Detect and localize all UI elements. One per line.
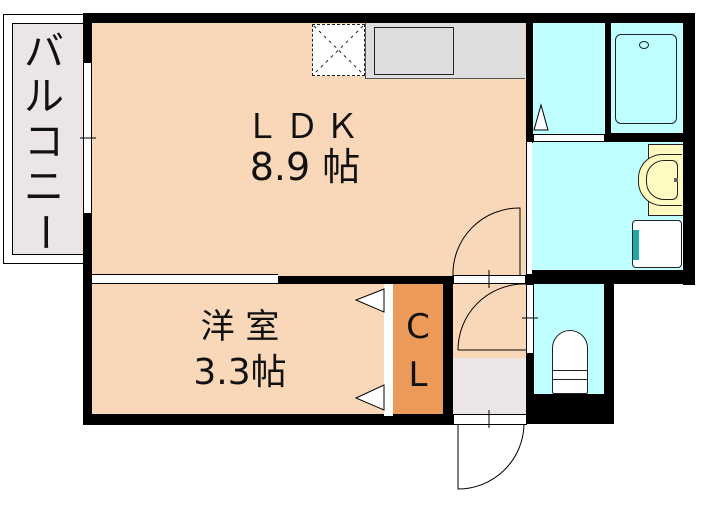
wall-wash-bottom xyxy=(526,270,695,284)
entrance-door-swing-icon xyxy=(457,424,525,490)
balcony-char: ニ xyxy=(24,164,64,210)
bathtub xyxy=(615,34,677,124)
western-room-floor xyxy=(92,284,384,416)
wash-door-frame[interactable] xyxy=(526,142,532,274)
door-stopper-icon xyxy=(533,103,549,131)
wall-toilet-bottom xyxy=(526,394,614,424)
washing-machine-space xyxy=(632,220,682,268)
ldk-size: 8.9 帖 xyxy=(249,145,361,189)
bath-door[interactable] xyxy=(533,134,605,142)
toilet xyxy=(552,330,588,394)
room-sliding-door[interactable] xyxy=(92,274,278,284)
wall-toilet-right xyxy=(604,284,614,424)
closet-floor xyxy=(393,284,443,414)
balcony-char: コ xyxy=(24,119,64,165)
balcony-char: バ xyxy=(24,29,64,75)
entrance-door-frame[interactable] xyxy=(453,414,527,425)
ldk-label: ＬＤＫ xyxy=(245,107,365,147)
closet-door-lower-icon xyxy=(354,384,385,411)
wall-right xyxy=(683,13,695,285)
kitchen-sink xyxy=(374,27,454,75)
wall-closet-left xyxy=(384,284,393,416)
balcony-char: ル xyxy=(24,74,64,120)
refrigerator-x-icon xyxy=(313,25,364,75)
hallway-floor xyxy=(453,284,527,358)
balcony-label: バ ル コ ニ ー xyxy=(14,32,74,252)
closet-door-upper-icon xyxy=(354,288,385,313)
toilet-tank xyxy=(552,370,588,380)
western-room-label: 洋 室 xyxy=(200,307,280,347)
wall-ldk-bottom xyxy=(278,276,453,284)
closet-label-l: L xyxy=(408,355,428,395)
wall-kitchen-right xyxy=(526,13,533,143)
wall-closet-right xyxy=(443,276,453,425)
toilet-door-swing-icon xyxy=(457,283,526,351)
balcony-area xyxy=(12,23,86,255)
closet-label-c: C xyxy=(406,307,430,347)
wall-top xyxy=(83,13,695,23)
wall-bath-divider xyxy=(605,22,611,134)
faucet xyxy=(674,178,678,182)
entrance-floor xyxy=(453,358,527,416)
western-room-size: 3.3帖 xyxy=(193,352,287,393)
wall-left-upper xyxy=(83,13,92,63)
wall-bath-bottom xyxy=(605,133,695,142)
washer-accent xyxy=(633,230,639,260)
wall-bottom-left xyxy=(83,414,453,425)
wall-left-lower xyxy=(83,213,92,425)
bathtub-drain xyxy=(639,41,649,49)
wall-toilet-left xyxy=(526,284,534,424)
ldk-door-swing-icon xyxy=(452,207,521,277)
toilet-door-frame[interactable] xyxy=(526,284,534,354)
